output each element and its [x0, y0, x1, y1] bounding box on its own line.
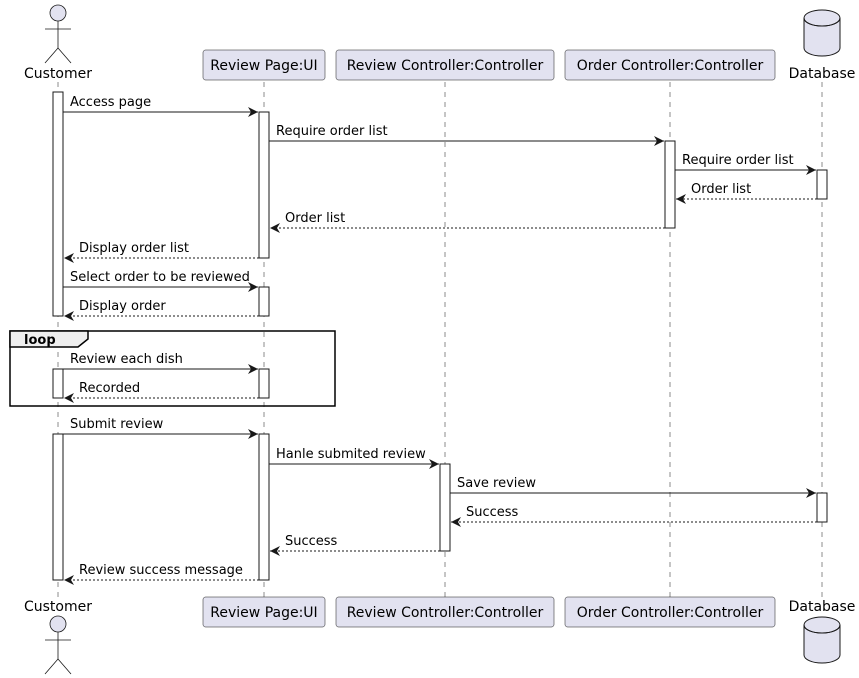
participant-ui-bottom: Review Page:UI — [202, 596, 326, 628]
activation-bar-ui — [258, 286, 270, 317]
participant-customer-bottom: Customer — [24, 599, 92, 675]
activation-bar-ui — [258, 368, 270, 399]
activation-bar-ui — [258, 433, 270, 581]
participant-label: Review Page:UI — [210, 605, 317, 621]
message-1: Access page — [63, 95, 258, 117]
message-8: Display order — [64, 299, 259, 321]
activation-bar-customer — [52, 91, 64, 317]
message-14: Success — [451, 505, 817, 527]
participant-rc-top: Review Controller:Controller — [335, 49, 555, 81]
message-label: Hanle submited review — [276, 447, 426, 462]
participant-label: Order Controller:Controller — [577, 58, 764, 74]
activation-bar-customer — [52, 368, 64, 399]
participant-db-top: Database — [789, 9, 856, 82]
database-icon — [803, 9, 841, 57]
message-label: Require order list — [276, 124, 388, 139]
participant-label: Order Controller:Controller — [577, 605, 764, 621]
message-label: Select order to be reviewed — [70, 270, 250, 285]
database-icon — [803, 616, 841, 664]
participant-ui-top: Review Page:UI — [202, 49, 326, 81]
message-2: Require order list — [269, 124, 664, 146]
activation-bar-oc — [664, 140, 676, 229]
activation-bar-customer — [52, 433, 64, 581]
loop-label-tab — [9, 330, 89, 348]
message-label: Display order — [79, 299, 166, 314]
participant-oc-top: Order Controller:Controller — [564, 49, 776, 81]
message-11: Submit review — [63, 417, 258, 439]
activation-bar-rc — [439, 463, 451, 552]
message-12: Hanle submited review — [269, 447, 439, 469]
message-7: Select order to be reviewed — [63, 270, 258, 292]
message-3: Require order list — [675, 153, 816, 175]
loop-fragment: loop — [9, 330, 336, 407]
message-4: Order list — [676, 182, 817, 204]
participant-label: Review Page:UI — [210, 58, 317, 74]
message-label: Access page — [70, 95, 151, 110]
participant-label: Review Controller:Controller — [347, 605, 544, 621]
message-15: Success — [270, 534, 440, 556]
participant-oc-bottom: Order Controller:Controller — [564, 596, 776, 628]
participant-db-bottom: Database — [789, 599, 856, 664]
activation-bar-db — [816, 492, 828, 523]
message-label: Require order list — [682, 153, 794, 168]
message-label: Recorded — [79, 381, 140, 396]
participant-customer-top: Customer — [24, 4, 92, 82]
participant-label: Customer — [24, 66, 92, 82]
participant-label: Review Controller:Controller — [347, 58, 544, 74]
participant-label: Database — [789, 599, 856, 615]
message-label: Order list — [691, 182, 751, 197]
actor-icon — [44, 4, 72, 64]
message-label: Success — [466, 505, 519, 520]
message-13: Save review — [450, 476, 816, 498]
message-16: Review success message — [64, 563, 259, 585]
message-label: Display order list — [79, 241, 189, 256]
actor-icon — [44, 615, 72, 675]
message-label: Order list — [285, 211, 345, 226]
message-label: Success — [285, 534, 338, 549]
participant-label: Database — [789, 66, 856, 82]
participant-label: Customer — [24, 599, 92, 615]
loop-label: loop — [24, 333, 56, 348]
message-label: Submit review — [70, 417, 164, 432]
message-9: Review each dish — [63, 352, 258, 374]
message-10: Recorded — [64, 381, 259, 403]
message-5: Order list — [270, 211, 665, 233]
message-label: Review each dish — [70, 352, 183, 367]
activation-bar-db — [816, 169, 828, 200]
message-label: Review success message — [79, 563, 243, 578]
message-label: Save review — [457, 476, 536, 491]
activation-bar-ui — [258, 111, 270, 259]
message-6: Display order list — [64, 241, 259, 263]
participant-rc-bottom: Review Controller:Controller — [335, 596, 555, 628]
